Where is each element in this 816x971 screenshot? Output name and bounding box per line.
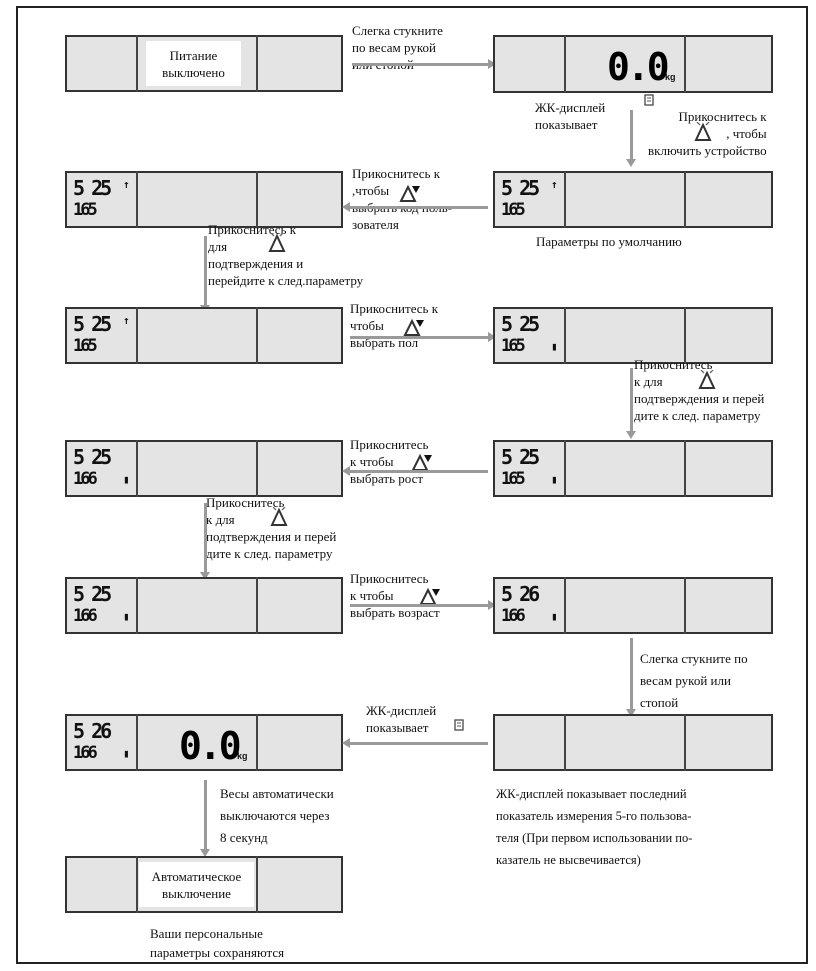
arrow-down-6 — [200, 780, 210, 857]
result-weight: 0.0 — [179, 724, 242, 768]
power-off-label: Питание выключено — [146, 41, 241, 86]
arrow-down-5 — [626, 638, 636, 717]
arrow-down-2 — [200, 236, 210, 313]
tap-instruction-1: Слегка стукните по весам рукой или стопо… — [352, 23, 443, 72]
height-key-icon — [411, 453, 432, 471]
age-key-icon — [419, 587, 440, 605]
confirm-key-icon-2 — [698, 370, 716, 389]
unit-label: kg — [665, 72, 676, 82]
confirm-text-1: Прикоснитесь к для подтверждения и перей… — [208, 222, 364, 288]
arrow-down-1 — [626, 110, 636, 167]
confirm-text-3: Прикоснитесь к для подтверждения и перей… — [206, 495, 337, 561]
result-unit: kg — [237, 751, 248, 761]
touch-on-text: Прикоснитесь к , чтобы включить устройст… — [648, 109, 767, 158]
lcd-zero: 0.0 kg — [493, 35, 773, 93]
confirm-text-2: Прикоснитесь к для подтверждения и перей… — [634, 357, 765, 423]
arrow-right-1 — [352, 59, 496, 69]
lcd-shows-text-2: ЖК-дисплей показывает — [366, 703, 437, 735]
touch-key-icon — [694, 122, 712, 141]
arrow-left-6 — [342, 738, 488, 748]
lcd-mini-icon-2 — [454, 719, 464, 731]
lcd-auto-off: Автоматическое выключение — [65, 856, 343, 913]
diagram-frame — [16, 6, 808, 964]
arrow-left-4 — [342, 466, 488, 476]
touch-age-text: Прикоснитесь к чтобы выбрать возраст — [350, 571, 440, 620]
lcd-blank-right — [493, 714, 773, 771]
touch-sex-text: Прикоснитесь к чтобы выбрать пол — [350, 301, 439, 350]
arrow-left-2 — [342, 202, 488, 212]
saved-text: Ваши персональные параметры сохраняются — [150, 926, 285, 960]
weight-readout: 0.0 — [607, 45, 670, 89]
confirm-key-icon-3 — [270, 507, 288, 526]
touch-height-text: Прикоснитесь к чтобы выбрать рост — [350, 437, 429, 486]
confirm-key-icon-1 — [268, 233, 286, 252]
defaults-text: Параметры по умолчанию — [536, 234, 682, 249]
arrow-right-3 — [350, 332, 496, 342]
lcd-shows-text: ЖК-дисплей показывает — [535, 100, 606, 132]
last-reading-text: ЖК-дисплей показывает последний показате… — [496, 787, 693, 867]
lcd-power-off: Питание выключено — [65, 35, 343, 92]
arrow-down-4 — [200, 503, 210, 580]
auto-off-note: Весы автоматически выключаются через 8 с… — [220, 786, 334, 845]
auto-off-label: Автоматическое выключение — [139, 862, 254, 907]
sex-key-icon — [403, 318, 424, 336]
down-key-icon — [399, 184, 420, 202]
arrow-down-3 — [626, 368, 636, 439]
lcd-mini-icon — [644, 94, 654, 106]
tap-instruction-2: Слегка стукните по весам рукой или стопо… — [640, 651, 748, 710]
arrow-right-5 — [350, 600, 496, 610]
